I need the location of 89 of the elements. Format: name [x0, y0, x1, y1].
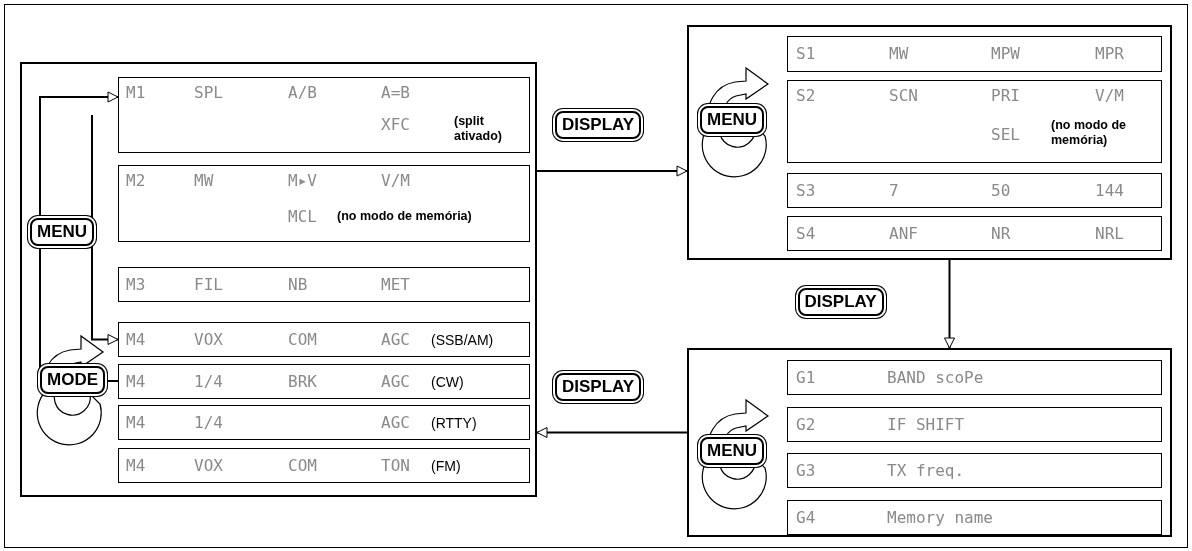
display-text: 144 — [1095, 182, 1124, 200]
edge-label: DISPLAY — [555, 111, 642, 139]
display-text: BAND scoPe — [887, 369, 984, 387]
display-text: 1/4 — [194, 414, 223, 432]
menu-row — [118, 405, 530, 440]
display-text: S4 — [796, 225, 816, 243]
menu-row — [787, 407, 1162, 442]
display-text: NR — [991, 225, 1011, 243]
arrow — [536, 427, 688, 438]
display-text: NRL — [1095, 225, 1124, 243]
display-text: FIL — [194, 276, 223, 294]
menu-row — [118, 267, 530, 302]
display-text: Memory name — [887, 509, 993, 527]
note-text: (FM) — [431, 457, 461, 475]
display-text: M4 — [126, 331, 146, 349]
display-text: TON — [381, 457, 410, 475]
display-text: BRK — [288, 373, 317, 391]
display-text: 1/4 — [194, 373, 223, 391]
display-text: SPL — [194, 84, 223, 102]
menu-row — [118, 77, 530, 153]
menu-panel — [687, 348, 1172, 537]
display-text: S1 — [796, 45, 816, 63]
display-text: TX freq. — [887, 462, 965, 480]
menu-row — [118, 165, 530, 242]
display-text: M1 — [126, 84, 146, 102]
note-text: (no modo de memória) — [1051, 118, 1127, 148]
display-text: G3 — [796, 462, 816, 480]
display-text: S2 — [796, 87, 816, 105]
display-text: G2 — [796, 416, 816, 434]
display-text: V/M — [1095, 87, 1124, 105]
edge-label: DISPLAY — [797, 288, 884, 316]
display-text: M4 — [126, 457, 146, 475]
display-text: MET — [381, 276, 410, 294]
display-text: M4 — [126, 414, 146, 432]
note-text: (split ativado) — [454, 114, 503, 144]
menu-row — [787, 500, 1162, 535]
display-text: MCL — [288, 208, 317, 226]
menu-panel — [687, 25, 1172, 260]
display-text: G1 — [796, 369, 816, 387]
display-text: MPR — [1095, 45, 1124, 63]
arrow — [944, 259, 955, 349]
display-text: AGC — [381, 331, 410, 349]
display-text: ANF — [889, 225, 918, 243]
note-text: (CW) — [431, 373, 464, 391]
note-text: (no modo de memória) — [337, 209, 472, 224]
button-label: MODE — [40, 366, 105, 394]
menu-row — [787, 80, 1162, 163]
display-text: PRI — [991, 87, 1020, 105]
menu-row — [787, 453, 1162, 488]
display-text: MW — [194, 172, 214, 190]
display-text: AGC — [381, 373, 410, 391]
menu-row — [118, 448, 530, 483]
display-text: VOX — [194, 331, 223, 349]
display-text: S3 — [796, 182, 816, 200]
display-text: AGC — [381, 414, 410, 432]
display-text: SCN — [889, 87, 918, 105]
display-text: VOX — [194, 457, 223, 475]
display-text: G4 — [796, 509, 816, 527]
display-text: IF SHIFT — [887, 416, 965, 434]
menu-row — [787, 360, 1162, 395]
button-label: MENU — [30, 218, 95, 246]
display-text: NB — [288, 276, 308, 294]
note-text: (RTTY) — [431, 414, 477, 432]
display-text: M2 — [126, 172, 146, 190]
display-text: MW — [889, 45, 909, 63]
display-text: XFC — [381, 116, 410, 134]
display-text: 50 — [991, 182, 1011, 200]
display-text: COM — [288, 331, 317, 349]
display-text: COM — [288, 457, 317, 475]
menu-row — [787, 216, 1162, 251]
display-text: A/B — [288, 84, 317, 102]
button-label: MENU — [700, 437, 765, 465]
menu-row — [787, 173, 1162, 208]
display-text: V/M — [381, 172, 410, 190]
menu-row — [118, 322, 530, 357]
edge-label: DISPLAY — [555, 372, 642, 401]
button-label: MENU — [700, 106, 765, 134]
arrow — [536, 165, 688, 177]
display-text: A=B — [381, 84, 410, 102]
display-text: M4 — [126, 373, 146, 391]
display-text: M▸V — [288, 172, 317, 190]
menu-row — [787, 36, 1162, 72]
display-text: SEL — [991, 126, 1020, 144]
menu-panel — [20, 62, 537, 497]
note-text: (SSB/AM) — [431, 331, 494, 349]
menu-row — [118, 364, 530, 399]
display-text: 7 — [889, 182, 899, 200]
display-text: M3 — [126, 276, 146, 294]
display-text: MPW — [991, 45, 1020, 63]
